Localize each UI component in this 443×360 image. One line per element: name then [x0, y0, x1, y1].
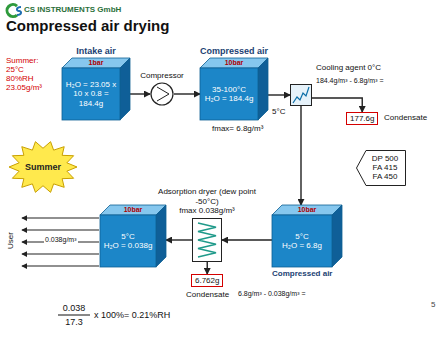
node-text: 6.762g — [195, 276, 219, 285]
node-heading: Cooling agent 0°C — [316, 63, 381, 72]
condensate-box: 6.762g — [191, 274, 223, 287]
flow-arrow — [166, 239, 192, 240]
front-text-area: 5°CH₂O = 0.038g — [103, 232, 153, 250]
condition-value: 80%RH — [6, 74, 34, 83]
fraction-denominator: 17.3 — [58, 317, 90, 327]
outlet-label: User — [6, 230, 15, 252]
above-text-area: Compressed air — [194, 46, 274, 56]
top-text-area: 10bar — [277, 206, 337, 214]
flow-arrow — [268, 94, 290, 95]
summer-starburst: Summer — [8, 140, 78, 194]
node-value: H₂O = 6.8g — [275, 241, 329, 250]
heat-exchanger: Cooling agent 0°C — [290, 84, 312, 106]
flow-arrow — [300, 106, 301, 205]
flow-arrow — [130, 93, 150, 94]
node-heading: Adsorption dryer (dew point -50°C) — [147, 187, 267, 205]
above-text-area: Adsorption dryer (dew point -50°C)fmax 0… — [147, 187, 267, 215]
front-text-area: 5°CH₂O = 6.8g — [275, 232, 329, 250]
slide-title: Compressed air drying — [6, 17, 169, 34]
above-text-area: Intake air — [56, 46, 136, 56]
pressure-value: 10bar — [105, 206, 161, 214]
top-text-area: 10bar — [105, 206, 161, 214]
node-outline — [150, 82, 174, 106]
condition-value: 23.05g/m³ — [6, 83, 42, 92]
air-cube: Compressed air10bar35-100°CH₂O = 184.4g — [200, 58, 268, 120]
below-text-area: Compressed air — [272, 269, 332, 278]
outlet-arrows — [22, 218, 99, 266]
flow-arrow — [312, 98, 362, 112]
in-text-area: DP 500 FA 415 FA 450 — [368, 154, 402, 182]
in-text-area: 177.6g — [350, 114, 374, 123]
flow-value: 0.038g/m³ — [44, 236, 78, 244]
result-formula: x 100%= 0.21%RH — [94, 310, 170, 320]
slide-number: 5 — [431, 300, 435, 309]
pressure-value: 10bar — [277, 206, 337, 214]
node-value: H₂O = 23.05 x 10 x 0.8 = 184.4g — [65, 80, 117, 108]
condensate-label: Condensate — [186, 290, 229, 299]
adsorption-dryer: Adsorption dryer (dew point -50°C)fmax 0… — [192, 218, 222, 262]
above-text-area: Compressor — [130, 71, 194, 80]
node-outline — [290, 84, 312, 106]
node-value: 5°C — [275, 232, 329, 241]
saturation-label: fmax= 6.8g/m³ — [212, 124, 263, 133]
flow-arrow — [174, 93, 200, 94]
node-heading: fmax 0.038g/m³ — [147, 206, 267, 215]
top-text-area: 10bar — [205, 59, 263, 67]
condensate-label: Condensate — [384, 113, 427, 122]
node-value: H₂O = 184.4g — [203, 94, 255, 103]
in-text-area: 6.762g — [195, 276, 219, 285]
node-value: 5°C — [103, 232, 153, 241]
node-outline — [192, 218, 222, 262]
fraction-numerator: 0.038 — [58, 303, 90, 313]
compressor-symbol: Compressor — [150, 82, 174, 106]
in-text-area: Summer — [8, 140, 78, 194]
difference-formula: 184.4g/m³ - 6.8g/m³ = — [316, 77, 384, 85]
node-text: DP 500 FA 415 FA 450 — [368, 154, 402, 182]
condensate-box: 177.6g — [346, 112, 378, 125]
node-text: Summer — [25, 162, 61, 172]
sensor-tag: DP 500 FA 415 FA 450 — [356, 150, 406, 186]
node-heading: Compressed air — [194, 46, 274, 56]
company-logo — [7, 4, 21, 16]
flow-arrow — [222, 239, 272, 240]
condition-value: 25°C — [6, 65, 24, 74]
node-heading: Compressed air — [272, 269, 332, 278]
node-heading: Intake air — [56, 46, 136, 56]
front-text-area: H₂O = 23.05 x 10 x 0.8 = 184.4g — [65, 80, 117, 108]
air-cube: 10bar 5°CH₂O = 0.038g — [100, 205, 166, 267]
pressure-value: 10bar — [205, 59, 263, 67]
node-heading: Compressor — [130, 71, 194, 80]
node-value: 35-100°C — [203, 85, 255, 94]
fraction-bar — [58, 315, 90, 316]
condition-heading: Summer: — [6, 56, 38, 65]
company-name: CS INSTRUMENTS GmbH — [24, 5, 121, 14]
pressure-value: 1bar — [67, 59, 125, 67]
temperature-label: 5°C — [272, 107, 285, 116]
air-cube: Intake air1barH₂O = 23.05 x 10 x 0.8 = 1… — [62, 58, 130, 120]
air-cube: 10bar5°CH₂O = 6.8gCompressed air — [272, 205, 342, 267]
ne-text-area: Cooling agent 0°C — [316, 63, 381, 72]
front-text-area: 35-100°CH₂O = 184.4g — [203, 85, 255, 103]
node-text: 177.6g — [350, 114, 374, 123]
flow-arrow — [207, 262, 208, 274]
node-value: H₂O = 0.038g — [103, 241, 153, 250]
difference-formula: 6.8g/m³ - 0.038g/m³ = — [238, 290, 306, 298]
top-text-area: 1bar — [67, 59, 125, 67]
